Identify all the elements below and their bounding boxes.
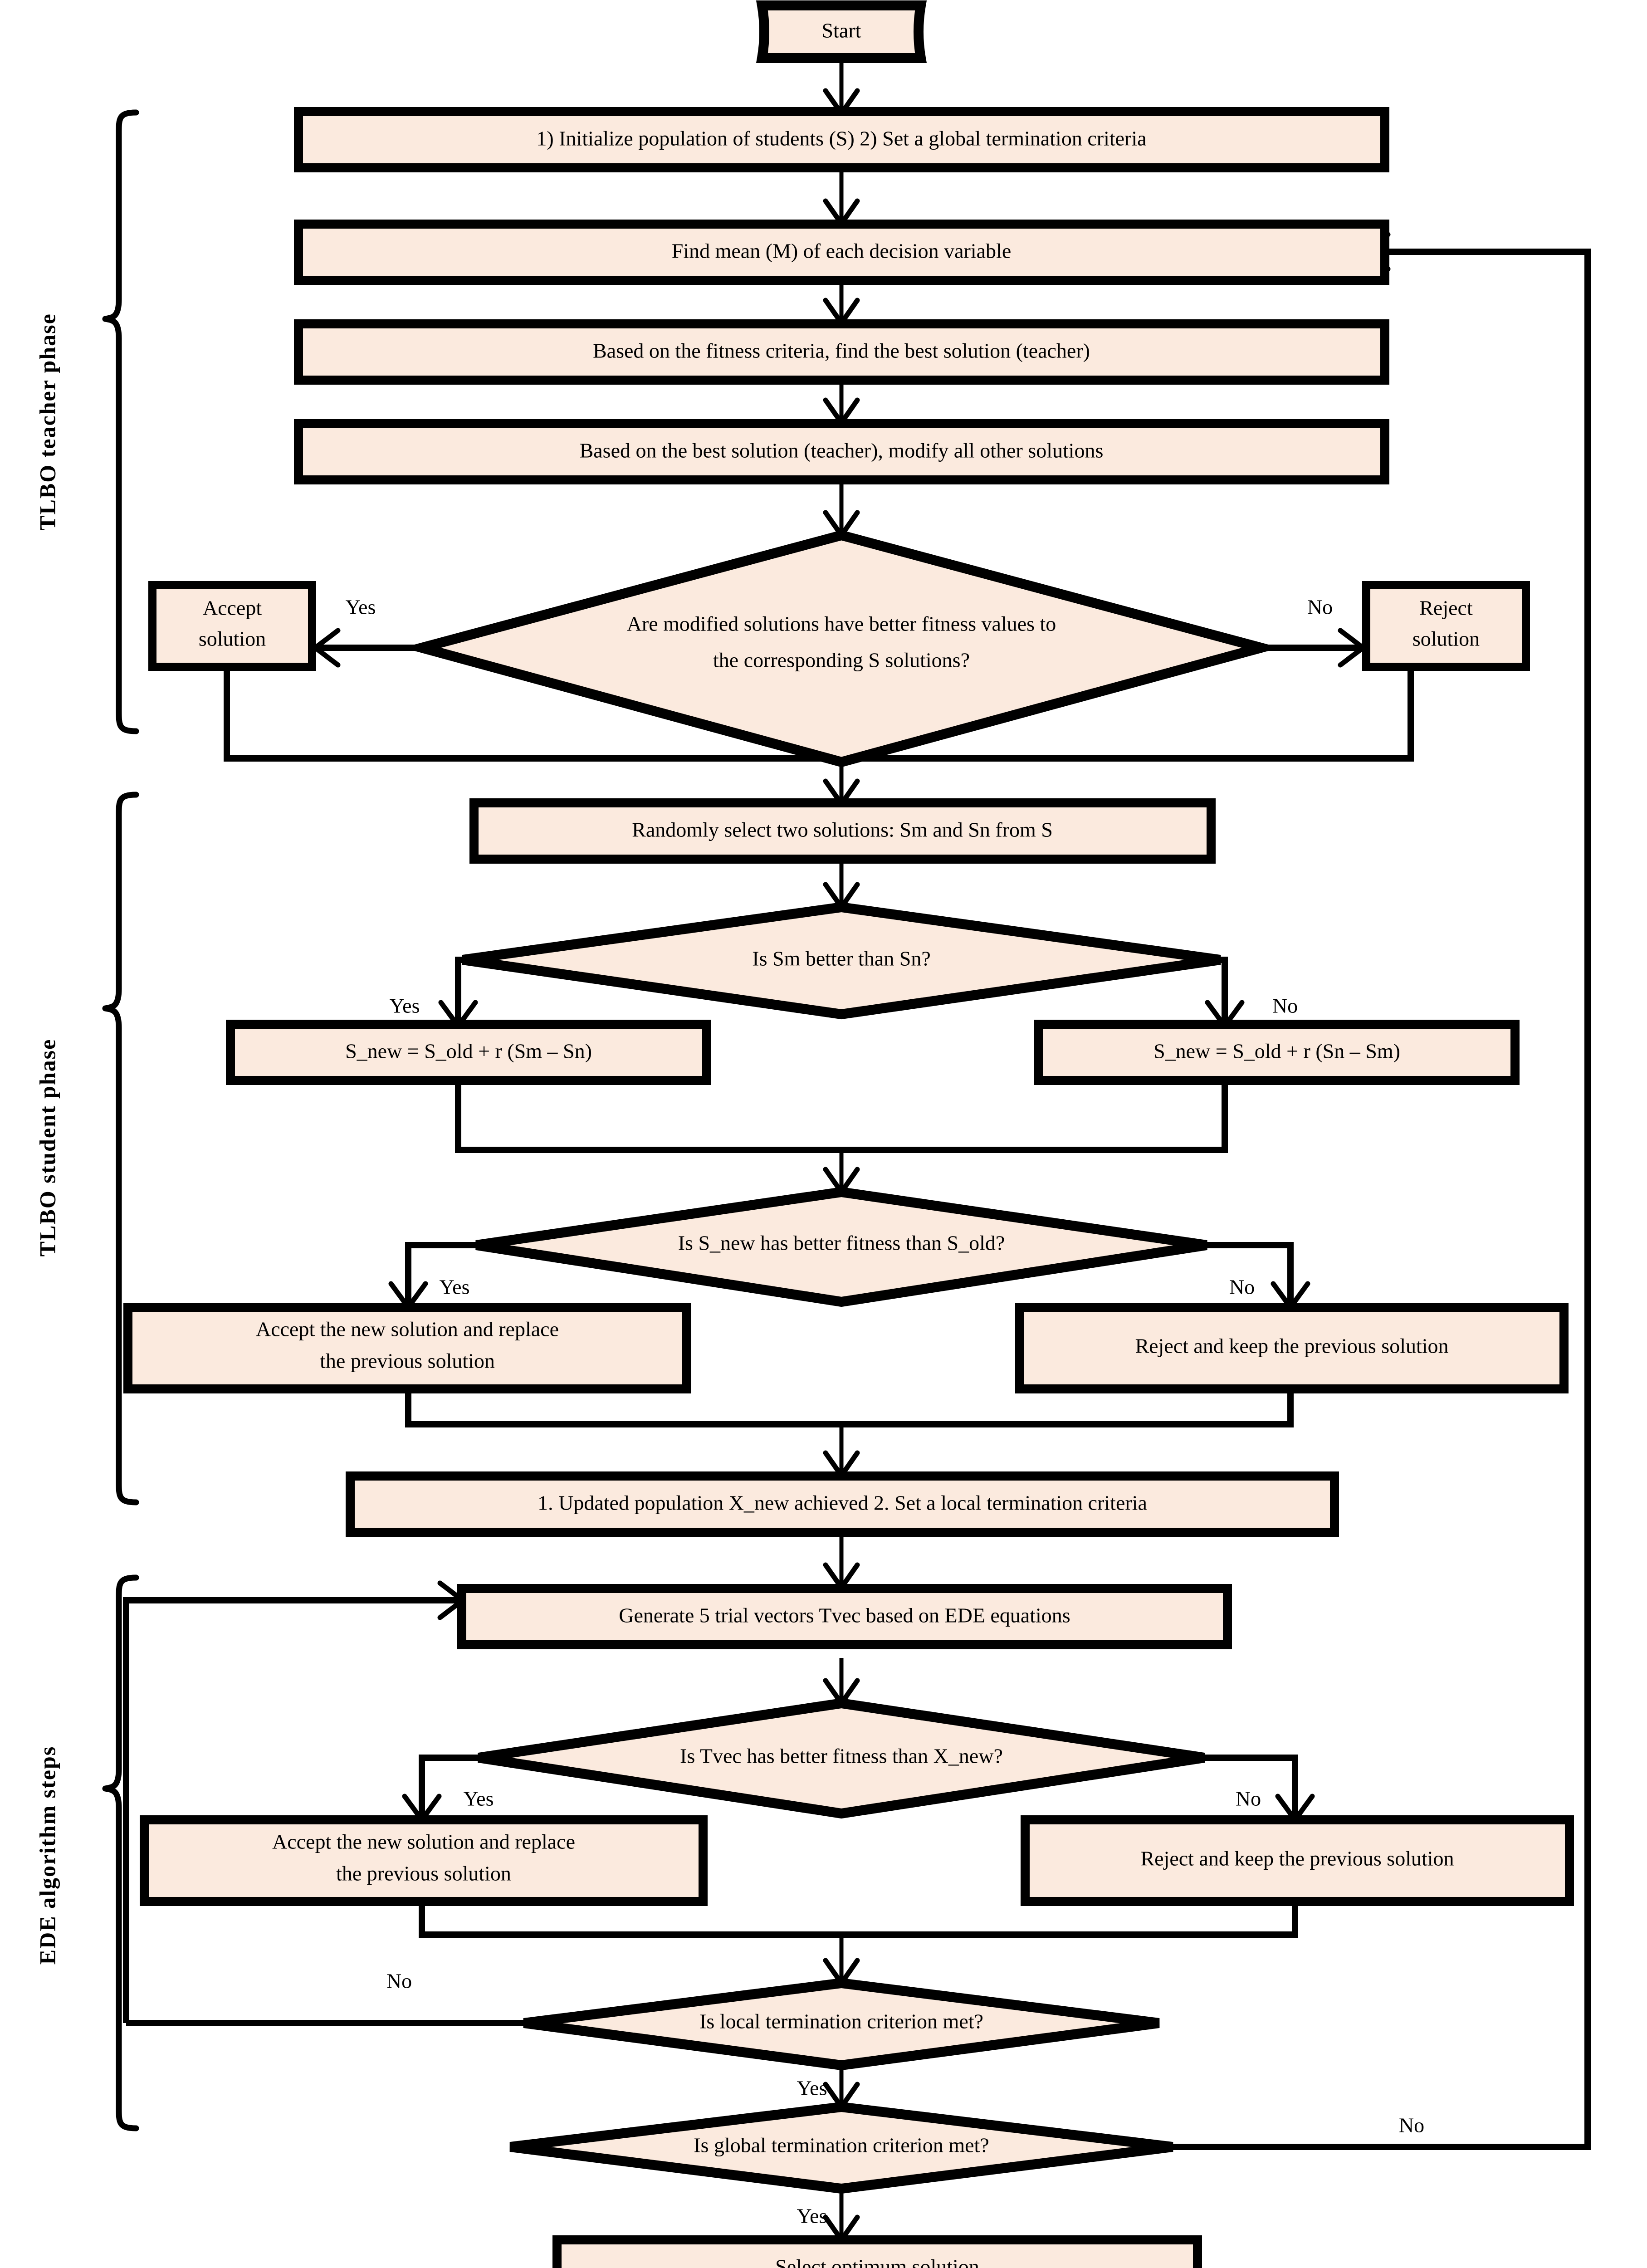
node-reject-solution-line1: Reject — [1419, 596, 1473, 620]
node-snew-right-label: S_new = S_old + r (Sn – Sm) — [1153, 1040, 1400, 1063]
node-snew-left-label: S_new = S_old + r (Sm – Sn) — [345, 1040, 592, 1063]
node-reject-keep-ede-label: Reject and keep the previous solution — [1140, 1847, 1454, 1870]
edge-snew-no — [1204, 1242, 1294, 1306]
node-accept-solution-line2: solution — [199, 627, 266, 650]
edge-label-modified-yes: Yes — [346, 596, 376, 619]
node-decision-local-label: Is local termination criterion met? — [699, 2010, 983, 2033]
node-decision-snew-label: Is S_new has better fitness than S_old? — [678, 1232, 1005, 1255]
node-mean-label: Find mean (M) of each decision variable — [672, 240, 1012, 263]
node-decision-snew[interactable]: Is S_new has better fitness than S_old? — [475, 1187, 1207, 1307]
node-accept-replace-ede-line1: Accept the new solution and replace — [272, 1830, 575, 1853]
node-random-select[interactable]: Randomly select two solutions: Sm and Sn… — [469, 798, 1216, 864]
node-decision-sm-sn-label: Is Sm better than Sn? — [752, 947, 931, 970]
node-reject-keep-student[interactable]: Reject and keep the previous solution — [1015, 1303, 1569, 1393]
node-decision-tvec-label: Is Tvec has better fitness than X_new? — [680, 1745, 1003, 1768]
node-select-optimum-label: Select optimum solution — [775, 2255, 979, 2268]
edge-label-smsn-yes: Yes — [390, 994, 420, 1017]
node-start[interactable]: Start — [756, 0, 927, 63]
node-accept-solution[interactable]: Accept solution — [148, 581, 316, 671]
node-decision-global-label: Is global termination criterion met? — [694, 2134, 989, 2157]
node-mean[interactable]: Find mean (M) of each decision variable — [294, 220, 1389, 285]
phase-label-teacher: TLBO teacher phase — [34, 313, 60, 531]
edge-local-no-feedback — [123, 1597, 458, 2023]
node-decision-modified-line2: the corresponding S solutions? — [713, 649, 970, 672]
node-decision-global-termination[interactable]: Is global termination criterion met? — [509, 2102, 1173, 2194]
edge-label-snew-yes: Yes — [440, 1276, 470, 1299]
node-decision-modified-fitness[interactable]: Are modified solutions have better fitne… — [402, 530, 1280, 767]
node-generate-tvec[interactable]: Generate 5 trial vectors Tvec based on E… — [457, 1584, 1232, 1649]
edge-label-global-yes: Yes — [797, 2204, 827, 2228]
node-random-select-label: Randomly select two solutions: Sm and Sn… — [632, 818, 1053, 841]
edge-label-global-no: No — [1399, 2114, 1424, 2137]
node-decision-sm-sn[interactable]: Is Sm better than Sn? — [462, 902, 1221, 1020]
node-accept-solution-line1: Accept — [203, 596, 262, 620]
node-accept-replace-student[interactable]: Accept the new solution and replace the … — [123, 1303, 691, 1393]
node-best[interactable]: Based on the fitness criteria, find the … — [294, 319, 1389, 385]
node-reject-solution[interactable]: Reject solution — [1362, 581, 1530, 671]
node-init-label: 1) Initialize population of students (S)… — [536, 127, 1146, 150]
edge-tvec-yes — [419, 1755, 482, 1819]
edge-label-tvec-yes: Yes — [464, 1787, 494, 1810]
node-layer: Start 1) Initialize population of studen… — [123, 0, 1574, 2268]
edge-label-tvec-no: No — [1236, 1787, 1261, 1810]
edge-snew-yes — [405, 1242, 479, 1306]
phase-label-student: TLBO student phase — [34, 1039, 60, 1257]
brace-ede-phase — [102, 1574, 139, 2131]
node-reject-keep-ede[interactable]: Reject and keep the previous solution — [1021, 1815, 1574, 1906]
edge-student-merge — [405, 1363, 1294, 1427]
edge-global-no-feedback — [1173, 249, 1591, 2150]
node-generate-tvec-label: Generate 5 trial vectors Tvec based on E… — [619, 1604, 1070, 1627]
node-decision-tvec[interactable]: Is Tvec has better fitness than X_new? — [478, 1698, 1205, 1819]
node-select-optimum[interactable]: Select optimum solution — [552, 2235, 1202, 2268]
node-reject-keep-student-label: Reject and keep the previous solution — [1135, 1334, 1448, 1358]
node-reject-solution-line2: solution — [1412, 627, 1480, 650]
node-accept-replace-student-line1: Accept the new solution and replace — [256, 1318, 559, 1341]
node-accept-replace-ede-line2: the previous solution — [336, 1862, 511, 1885]
edge-label-modified-no: No — [1307, 596, 1333, 619]
node-updated-population[interactable]: 1. Updated population X_new achieved 2. … — [346, 1471, 1339, 1537]
node-start-label: Start — [822, 19, 861, 42]
node-modify-label: Based on the best solution (teacher), mo… — [580, 439, 1104, 462]
node-decision-modified-line1: Are modified solutions have better fitne… — [627, 612, 1056, 635]
edge-label-local-no: No — [386, 1970, 412, 1993]
node-accept-replace-student-line2: the previous solution — [320, 1349, 495, 1373]
edge-tvec-no — [1201, 1755, 1298, 1819]
node-accept-replace-ede[interactable]: Accept the new solution and replace the … — [140, 1815, 708, 1906]
edge-reject-sol-down — [841, 662, 1414, 762]
edge-label-layer: Yes No Yes No Yes No Yes No No Yes No Ye… — [346, 596, 1425, 2228]
edge-layer — [123, 59, 1591, 2244]
edge-label-local-yes: Yes — [797, 2077, 827, 2100]
node-modify[interactable]: Based on the best solution (teacher), mo… — [294, 419, 1389, 484]
node-snew-right[interactable]: S_new = S_old + r (Sn – Sm) — [1034, 1020, 1520, 1085]
phase-labels: TLBO teacher phase TLBO student phase ED… — [34, 313, 60, 1965]
brace-student-phase — [102, 792, 139, 1505]
node-decision-local-termination[interactable]: Is local termination criterion met? — [523, 1978, 1160, 2071]
node-snew-left[interactable]: S_new = S_old + r (Sm – Sn) — [226, 1020, 711, 1085]
phase-brace-layer — [102, 109, 139, 2131]
edge-snew-merge — [455, 1080, 1228, 1153]
node-updated-population-label: 1. Updated population X_new achieved 2. … — [538, 1491, 1147, 1515]
node-best-label: Based on the fitness criteria, find the … — [593, 339, 1090, 362]
brace-teacher-phase — [102, 109, 139, 734]
node-init[interactable]: 1) Initialize population of students (S)… — [294, 107, 1389, 172]
edge-label-snew-no: No — [1229, 1276, 1255, 1299]
edge-accept-sol-down — [224, 662, 841, 762]
edge-label-smsn-no: No — [1272, 994, 1298, 1017]
phase-label-ede: EDE algorithm steps — [34, 1746, 60, 1965]
